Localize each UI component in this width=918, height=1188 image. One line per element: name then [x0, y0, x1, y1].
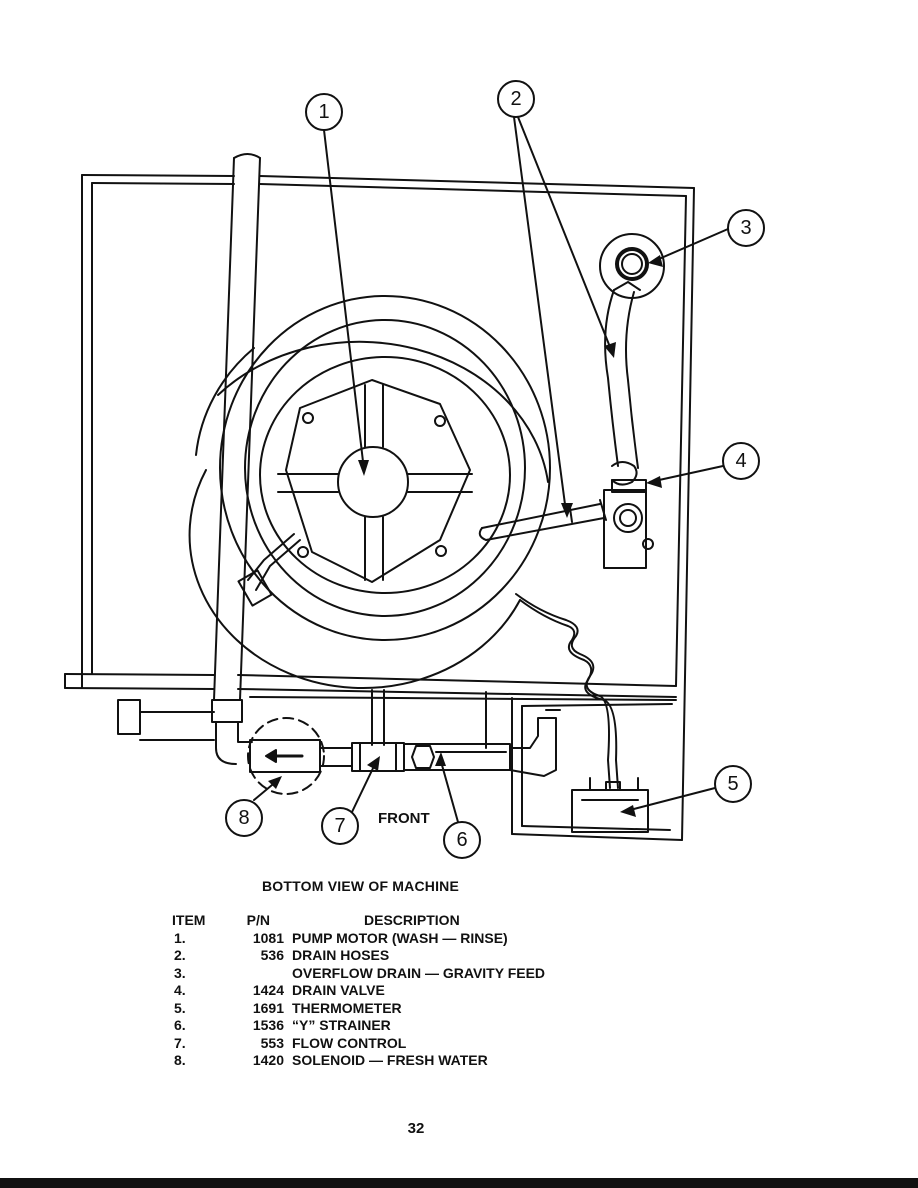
page-number: 32	[407, 1120, 425, 1137]
water-pipe	[211, 153, 261, 765]
pump-motor	[237, 379, 473, 607]
item-number: 5.	[174, 999, 186, 1016]
solenoid	[247, 717, 353, 795]
part-description: “Y” STRAINER	[292, 1017, 391, 1033]
item-number: 7.	[174, 1034, 186, 1051]
callout-1: 1	[318, 101, 329, 123]
callout-3: 3	[740, 217, 751, 239]
part-description: THERMOMETER	[292, 999, 402, 1016]
item-number: 2.	[174, 947, 186, 963]
parts-table-header: ITEM P/N DESCRIPTION	[160, 912, 545, 930]
overflow-drain	[599, 233, 665, 299]
table-row: 2. 536 DRAIN HOSES	[160, 947, 545, 965]
item-number: 4.	[174, 982, 186, 998]
table-row: 5. 1691 THERMOMETER	[160, 1000, 545, 1018]
part-description: DRAIN VALVE	[292, 982, 385, 998]
thermometer	[571, 777, 649, 833]
header-pn: P/N	[246, 912, 270, 928]
page-bottom-rule	[0, 1178, 918, 1188]
item-number: 3.	[174, 964, 186, 981]
item-number: 6.	[174, 1017, 186, 1033]
thermometer-wire	[515, 593, 619, 789]
y-strainer	[403, 709, 561, 777]
part-number: 1081	[252, 929, 284, 946]
diagram-caption: BOTTOM VIEW OF MACHINE	[262, 878, 460, 894]
table-row: 4. 1424 DRAIN VALVE	[160, 982, 545, 1000]
table-row: 7. 553 FLOW CONTROL	[160, 1035, 545, 1053]
callout-2: 2	[510, 88, 521, 110]
item-number: 1.	[174, 929, 186, 946]
callout-7: 7	[334, 815, 345, 837]
callout-6: 6	[456, 829, 467, 851]
callout-5: 5	[727, 773, 738, 795]
part-number: 553	[260, 1034, 284, 1051]
drain-hoses	[478, 281, 641, 541]
part-description: FLOW CONTROL	[292, 1034, 407, 1051]
header-item: ITEM	[172, 912, 206, 928]
parts-list-table: ITEM P/N DESCRIPTION 1. 1081 PUMP MOTOR …	[160, 912, 545, 1070]
front-label: FRONT	[378, 810, 430, 827]
part-description: PUMP MOTOR (WASH — RINSE)	[292, 929, 508, 946]
part-description: OVERFLOW DRAIN — GRAVITY FEED	[292, 964, 546, 981]
wash-tub	[188, 295, 551, 690]
item-number: 8.	[174, 1052, 186, 1068]
table-row: 8. 1420 SOLENOID — FRESH WATER	[160, 1052, 545, 1070]
part-number: 536	[260, 947, 284, 963]
table-row: 1. 1081 PUMP MOTOR (WASH — RINSE)	[160, 930, 545, 948]
bottom-view-diagram: 1 2 3 4 5 6 7 8 FRONT	[64, 80, 765, 859]
part-number	[232, 965, 292, 983]
part-number: 1424	[252, 982, 284, 998]
table-row: 3. OVERFLOW DRAIN — GRAVITY FEED	[160, 965, 545, 983]
table-row: 6. 1536 “Y” STRAINER	[160, 1017, 545, 1035]
part-number: 1691	[252, 999, 284, 1016]
header-description: DESCRIPTION	[364, 912, 460, 928]
part-description: DRAIN HOSES	[292, 947, 390, 963]
part-number: 1536	[252, 1017, 284, 1033]
part-number: 1420	[252, 1052, 284, 1068]
callout-8: 8	[238, 807, 249, 829]
part-description: SOLENOID — FRESH WATER	[292, 1052, 488, 1068]
callout-4: 4	[735, 450, 746, 472]
drain-valve	[599, 461, 654, 569]
